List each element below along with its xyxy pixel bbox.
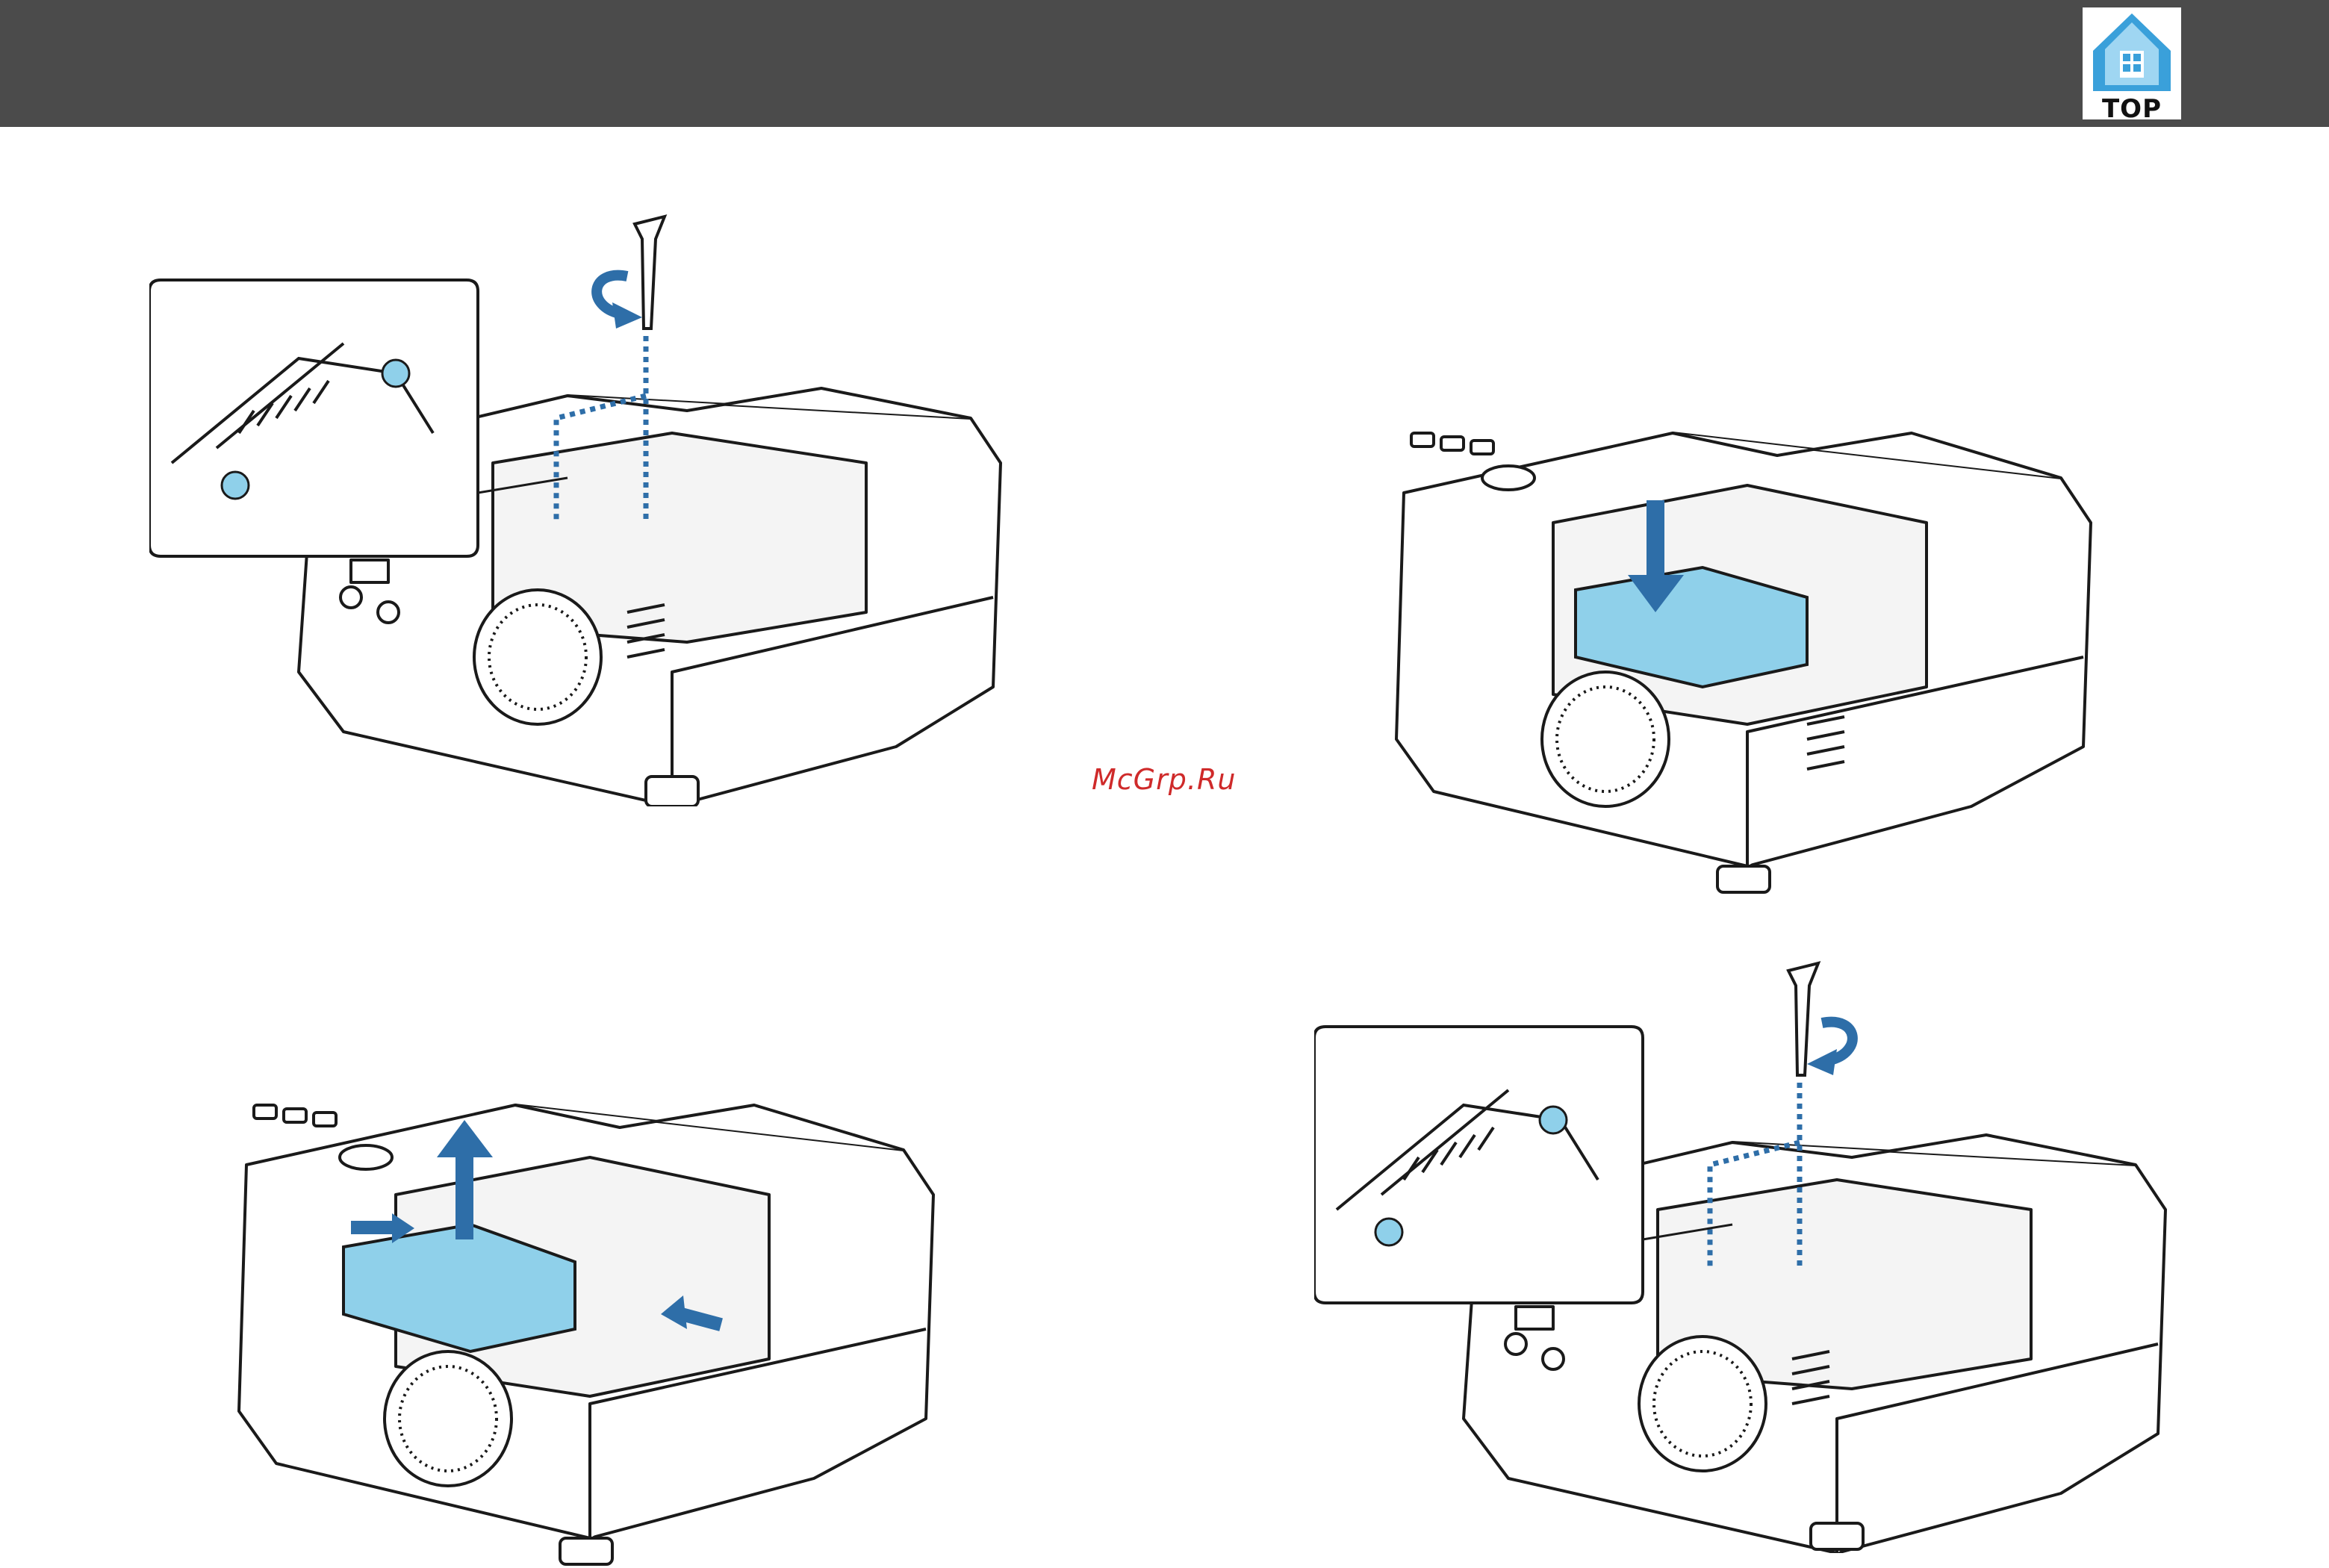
- screwdriver-icon: [1788, 963, 1818, 1075]
- step-loosen-screws-illustration: [149, 209, 1016, 806]
- top-button[interactable]: TOP: [2083, 7, 2181, 119]
- screwdriver-icon: [635, 217, 665, 329]
- top-label: TOP: [2083, 94, 2181, 124]
- header-bar: [0, 0, 2329, 127]
- step-remove-lamp-illustration: [231, 1090, 948, 1568]
- step-tighten-screws-illustration: [1314, 956, 2180, 1553]
- step-insert-lamp-illustration: [1389, 418, 2106, 896]
- watermark: McGrp.Ru: [1092, 763, 1236, 796]
